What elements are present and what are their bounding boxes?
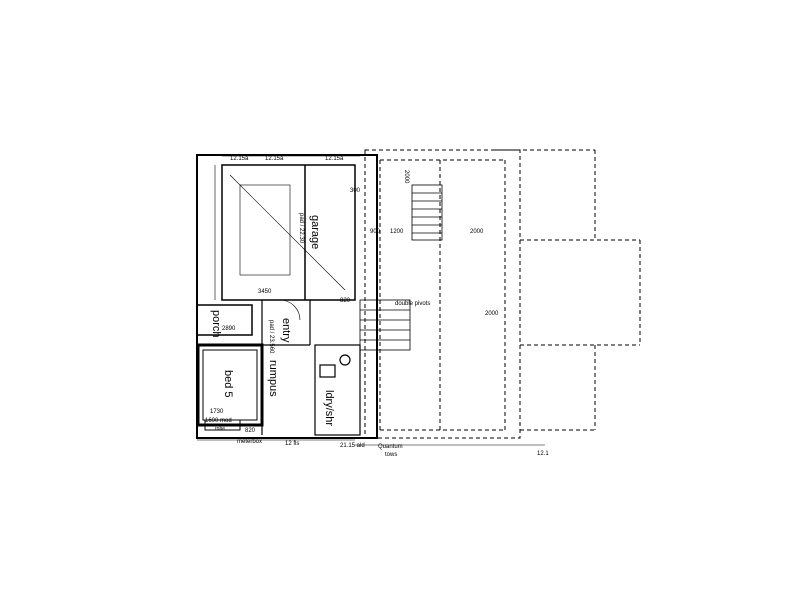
robe-note: robe <box>215 426 225 432</box>
dim-820a: 820 <box>340 298 351 304</box>
dim-3450: 3450 <box>258 289 272 295</box>
entry-sub: pad / 23.560 <box>268 320 274 354</box>
entry-door <box>279 299 301 321</box>
dimension-lines <box>197 155 545 446</box>
quantum-note: Quantum <box>378 444 403 450</box>
garage-sub: pad / 22.30 <box>298 213 304 244</box>
double-pivots-note: double pivots <box>395 301 430 307</box>
garage-walls <box>221 164 356 301</box>
dim-2890: 2890 <box>222 326 236 332</box>
car-outline <box>229 174 346 291</box>
dim-21-15: 21.15 ald <box>340 443 365 449</box>
rumpus-label: rumpus <box>267 360 279 397</box>
bed5-label: bed 5 <box>222 370 234 398</box>
dim-12-15a: 12.15a <box>265 156 284 162</box>
dim-1730: 1730 <box>210 409 224 415</box>
dim-1200: 1200 <box>390 229 404 235</box>
dim-12-15b: 12.15a <box>325 156 344 162</box>
garage-label: garage <box>309 215 321 249</box>
dim-12-15c: 12.15a <box>230 156 249 162</box>
stairs <box>359 184 443 351</box>
dim-820b: 820 <box>245 428 256 434</box>
dim-12-1: 12.1 <box>537 451 549 457</box>
porch-label: porch <box>210 310 222 338</box>
ldry-shr-label: ldry/shr <box>323 390 335 426</box>
dim-300: 300 <box>350 188 361 194</box>
outer-walls <box>196 154 378 439</box>
rumpus-walls <box>261 300 311 435</box>
dim-2000c: 2000 <box>403 170 409 184</box>
dim-2000b: 2000 <box>485 311 499 317</box>
dim-900: 900 <box>370 229 381 235</box>
robe <box>204 419 241 431</box>
dim-1600: 1600 mod <box>205 418 232 424</box>
laundry-walls <box>314 344 361 436</box>
tows-note: tows <box>385 452 397 458</box>
dim-2000a: 2000 <box>470 229 484 235</box>
dim-12-fls: 12 fls <box>285 441 299 447</box>
entry-label: entry <box>280 318 292 343</box>
meterbox-note: meterbox <box>237 439 262 445</box>
future-extension <box>364 149 641 439</box>
porch-walls <box>196 304 253 336</box>
